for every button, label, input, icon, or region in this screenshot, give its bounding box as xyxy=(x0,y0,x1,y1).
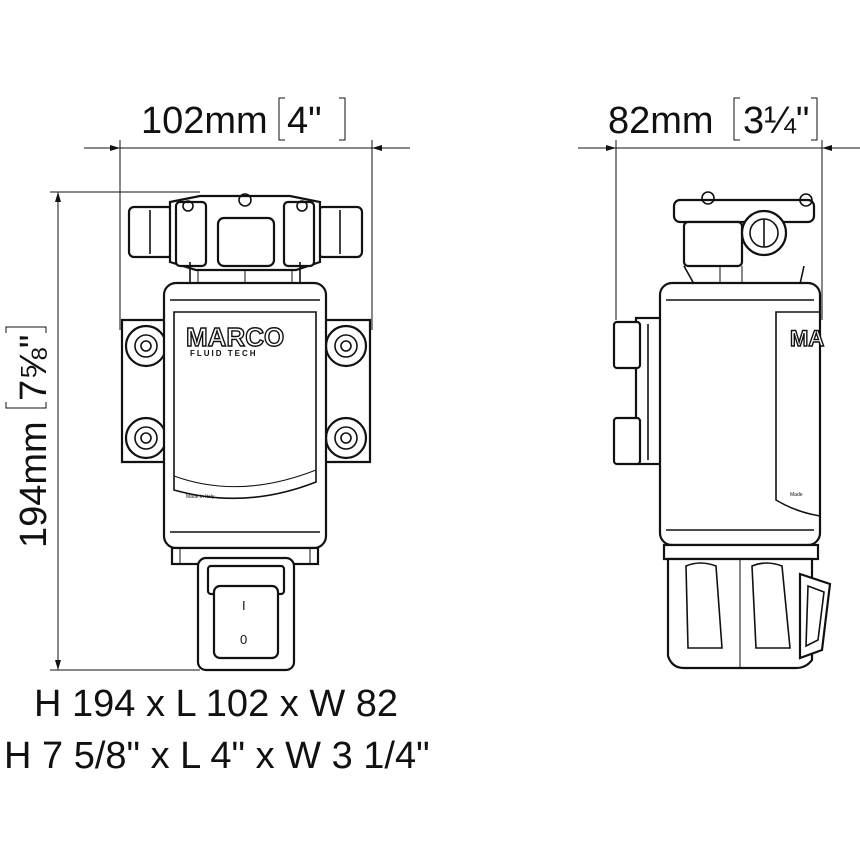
brand-logo-side: MA xyxy=(790,326,824,351)
side-width-in: 3¼" xyxy=(743,100,809,142)
caption-imperial: H 7 5/8" x L 4" x W 3 1/4" xyxy=(4,735,430,777)
brand-sub-front: FLUID TECH xyxy=(190,349,258,358)
front-width-mm: 102mm xyxy=(141,100,268,142)
switch-off-symbol: 0 xyxy=(240,632,247,647)
side-width-mm: 82mm xyxy=(608,100,714,142)
height-dimension: 194mm 7⅝" xyxy=(5,191,200,671)
side-width-dimension: 82mm 3¼" xyxy=(578,97,860,320)
height-mm: 194mm xyxy=(13,421,55,548)
made-in-front: Made in Italy xyxy=(186,494,215,500)
switch-on-symbol: I xyxy=(242,598,246,613)
height-in: 7⅝" xyxy=(13,335,55,401)
brand-logo-front: MARCO xyxy=(186,322,284,352)
caption-metric: H 194 x L 102 x W 82 xyxy=(34,683,398,725)
dimension-caption: H 194 x L 102 x W 82 H 7 5/8" x L 4" x W… xyxy=(4,683,430,777)
pump-front-view: MARCO FLUID TECH Made in Italy I 0 xyxy=(120,193,372,672)
front-width-in: 4" xyxy=(287,100,322,142)
front-width-dimension: 102mm 4" xyxy=(84,97,410,330)
pump-side-view: MA Made xyxy=(612,191,832,670)
made-in-side: Made xyxy=(790,492,803,498)
